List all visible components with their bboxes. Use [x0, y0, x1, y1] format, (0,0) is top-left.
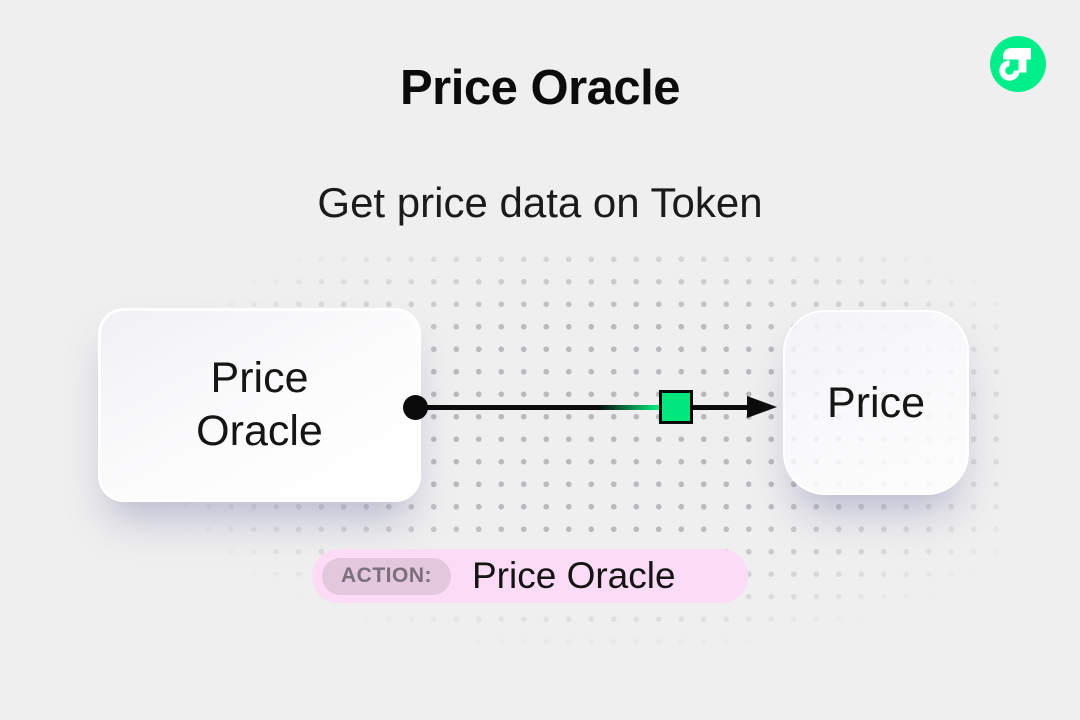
action-badge-value: Price Oracle	[472, 555, 676, 596]
diagram-node-price-oracle: Price Oracle	[98, 308, 421, 502]
action-badge-label: ACTION:	[322, 557, 451, 595]
node-label: Price Oracle	[196, 354, 323, 455]
arrowhead-icon	[747, 396, 777, 418]
diagram-node-price: Price	[783, 310, 969, 495]
edge-line	[415, 405, 755, 410]
action-badge: ACTION: Price Oracle	[312, 549, 748, 603]
node-label: Price	[827, 378, 925, 427]
flow-logo-icon	[990, 36, 1046, 92]
edge-marker-square	[659, 390, 693, 424]
page-title: Price Oracle	[399, 61, 681, 115]
page-subtitle: Get price data on Token	[317, 179, 763, 226]
